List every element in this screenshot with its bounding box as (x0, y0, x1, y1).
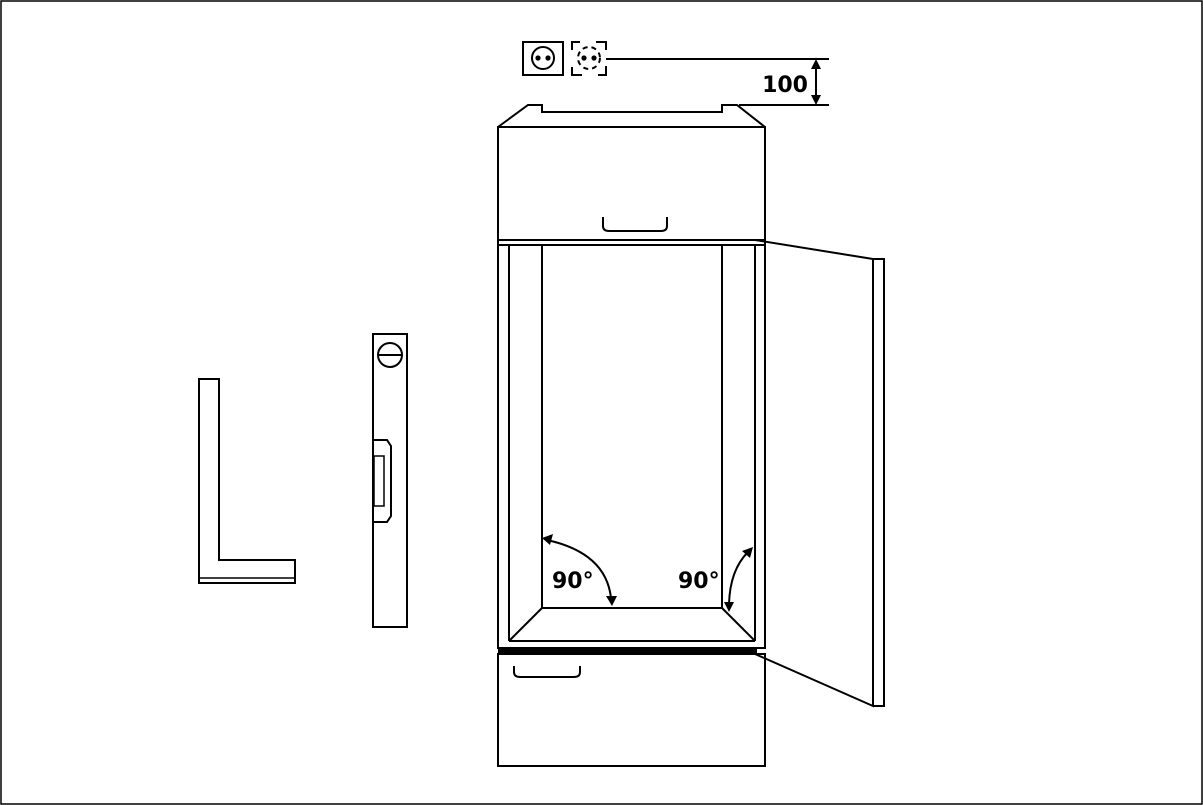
drawer-handle (513, 666, 581, 678)
carpenter-square-icon (198, 378, 296, 584)
angle-marker-right: 90° (678, 547, 753, 612)
appliance-niche (497, 239, 766, 654)
power-outlet-icon (522, 41, 564, 76)
angle-marker-left: 90° (542, 534, 617, 606)
clearance-dimension: 100 (606, 58, 829, 106)
clearance-label: 100 (762, 73, 808, 98)
niche-base-strip (498, 648, 757, 654)
angle-label-left: 90° (552, 569, 594, 594)
top-cabinet (497, 104, 766, 241)
spirit-level-icon (372, 333, 408, 628)
bottom-drawer (497, 653, 766, 767)
angle-label-right: 90° (678, 569, 720, 594)
outlet-placement-icon (571, 41, 607, 76)
open-door (754, 239, 885, 708)
top-cabinet-handle (602, 217, 668, 232)
